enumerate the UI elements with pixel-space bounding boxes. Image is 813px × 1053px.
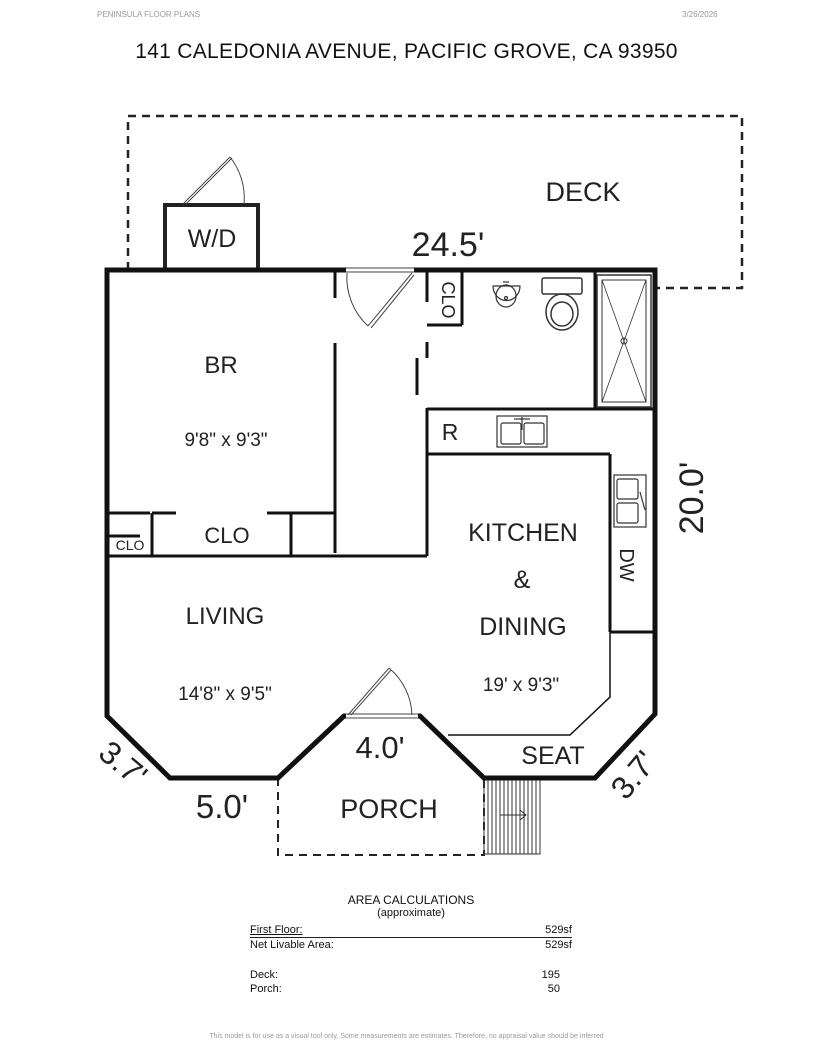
kitchen-sink-top [496,415,548,448]
wd-closet-walls [163,203,260,270]
area-row-net-livable: Net Livable Area: 529sf [250,938,572,952]
porch-stairs [483,777,541,855]
kitchen-sink-right [613,474,647,528]
area-title: AREA CALCULATIONS [347,893,475,907]
refrigerator-label: R [442,419,459,445]
dimension-top: 24.5' [412,226,485,264]
area-subtitle: (approximate) [377,907,445,919]
property-address: 141 CALEDONIA AVENUE, PACIFIC GROVE, CA … [135,40,678,63]
toilet [541,277,583,331]
dimension-porch-width: 4.0' [355,730,404,765]
area-value: 195 [541,969,560,981]
area-row-deck: Deck: 195 [250,968,572,982]
bathroom-sink [492,281,521,308]
br-label: BR [204,352,237,379]
wd-label: W/D [188,225,237,253]
area-label: Net Livable Area: [250,939,334,951]
rear-door [346,272,415,329]
area-value: 529sf [545,924,572,936]
deck-outline [126,114,744,290]
clo-small-label: CLO [116,537,145,553]
dimension-bottom-left: 5.0' [196,788,248,825]
front-door [347,667,413,716]
wd-door [182,156,245,205]
interior-walls [108,270,655,634]
kitchen-label: KITCHEN [468,519,578,547]
deck-label: DECK [545,177,620,207]
exterior-walls [104,267,658,781]
clo-mid-label: CLO [204,523,249,548]
area-row-porch: Porch: 50 [250,982,572,996]
living-dimensions: 14'8" x 9'5" [178,684,272,705]
plan-date: 3/26/2026 [682,10,718,19]
area-label: Deck: [250,969,279,981]
area-value: 50 [547,983,560,995]
top-closet-walls [427,272,464,327]
disclaimer-footer: This model is for use as a visual tool o… [209,1033,604,1040]
dimension-right: 20.0' [673,462,711,535]
dining-label: DINING [479,613,567,641]
area-label: Porch: [250,983,282,995]
kitchen-dimensions: 19' x 9'3" [483,675,559,696]
shower [596,274,652,408]
living-label: LIVING [186,603,265,630]
ampersand-label: & [514,566,531,594]
kitchen-counter-edge [448,632,611,736]
dimension-right-bevel: 3.7' [604,744,664,806]
area-label: First Floor: [250,924,303,936]
clo-top-label: CLO [438,281,458,318]
dimension-left-bevel: 3.7' [92,734,154,794]
area-row-first-floor: First Floor: 529sf [250,923,572,938]
dishwasher-label: DW [615,548,637,581]
area-calculations: AREA CALCULATIONS (approximate) First Fl… [250,893,572,996]
porch-label: PORCH [340,794,438,824]
company-name: PENINSULA FLOOR PLANS [97,10,201,19]
br-dimensions: 9'8" x 9'3" [184,430,267,451]
area-value: 529sf [545,939,572,951]
seat-label: SEAT [521,742,584,770]
